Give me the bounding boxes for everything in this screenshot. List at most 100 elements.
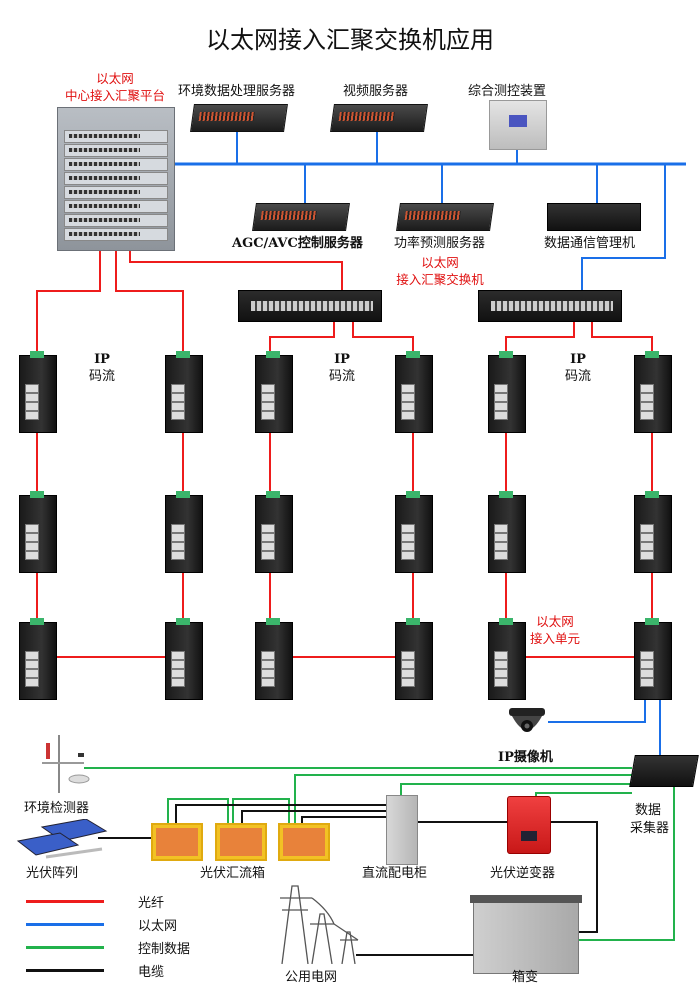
access-switch xyxy=(12,618,64,700)
legend-label-ethernet: 以太网 xyxy=(138,919,178,934)
access-switch xyxy=(627,618,679,700)
box-transformer-label: 箱变 xyxy=(512,970,539,985)
legend-label-fiber: 光纤 xyxy=(138,896,165,911)
fiber-link xyxy=(36,232,101,355)
control-combiner xyxy=(294,774,632,823)
video-server-label: 视频服务器 xyxy=(343,84,409,99)
ethernet-camera xyxy=(548,698,646,723)
access-switch xyxy=(481,351,533,433)
annotation-line: 接入汇聚交换机 xyxy=(396,272,484,287)
ethernet-to-agg-switch-2 xyxy=(581,164,666,290)
access-unit-annotation: 以太网 接入单元 xyxy=(520,613,590,647)
fiber-link xyxy=(591,320,653,355)
ip-camera-label: IP摄像机 xyxy=(498,750,553,765)
access-switch xyxy=(248,491,300,573)
control-cabinet xyxy=(400,783,632,795)
stream-text: 码流 xyxy=(564,369,591,384)
access-switch xyxy=(158,351,210,433)
agg-switch-1 xyxy=(238,290,382,322)
legend-swatch-control xyxy=(26,946,104,949)
legend-swatch-cable xyxy=(26,969,104,972)
ip-text: IP xyxy=(334,352,350,367)
access-switch xyxy=(248,618,300,700)
label-line: 采集器 xyxy=(630,821,670,836)
env-data-server-label: 环境数据处理服务器 xyxy=(178,84,296,99)
cable-combiner xyxy=(301,816,386,823)
ip-text: IP xyxy=(570,352,586,367)
agc-avc-server-label: AGC/AVC控制服务器 xyxy=(232,236,363,251)
annotation-line: 以太网 xyxy=(536,614,574,629)
cable-combiner xyxy=(175,804,386,823)
combiner-box-1 xyxy=(151,823,203,861)
combiner-box-2 xyxy=(215,823,267,861)
pv-inverter-label: 光伏逆变器 xyxy=(490,866,556,881)
fiber-link xyxy=(352,320,414,355)
core-chassis-switch xyxy=(57,107,175,251)
power-forecast-server-label: 功率预测服务器 xyxy=(394,236,486,251)
core-platform-annotation: 以太网 中心接入汇聚平台 xyxy=(40,70,190,104)
comm-manager-label: 数据通信管理机 xyxy=(544,236,636,251)
access-switch xyxy=(158,618,210,700)
legend-swatch-fiber xyxy=(26,900,104,903)
comm-manager xyxy=(547,203,641,231)
env-detector xyxy=(42,735,90,793)
legend-swatch-ethernet xyxy=(26,923,104,926)
access-switch xyxy=(12,351,64,433)
agg-switch-2 xyxy=(478,290,622,322)
access-switch xyxy=(481,491,533,573)
annotation-line: 中心接入汇聚平台 xyxy=(64,88,165,103)
pv-array-label: 光伏阵列 xyxy=(26,866,79,881)
ip-stream-label-2: IP 码流 xyxy=(322,351,362,385)
access-switch xyxy=(388,351,440,433)
power-grid-tower xyxy=(280,885,359,964)
agg-switch-annotation: 以太网 接入汇聚交换机 xyxy=(380,254,500,288)
page-title: 以太网接入汇聚交换机应用 xyxy=(206,26,494,54)
env-data-server xyxy=(190,104,288,132)
video-server xyxy=(330,104,428,132)
power-grid-label: 公用电网 xyxy=(285,970,338,985)
agc-avc-server xyxy=(252,203,350,231)
control-transformer xyxy=(577,785,675,941)
legend-label-control: 控制数据 xyxy=(138,942,191,957)
stream-text: 码流 xyxy=(88,369,115,384)
combiner-box-3 xyxy=(278,823,330,861)
access-switch xyxy=(12,491,64,573)
fiber-link xyxy=(505,320,575,355)
access-switch xyxy=(627,491,679,573)
combiner-box-label: 光伏汇流箱 xyxy=(200,866,266,881)
monitor-device xyxy=(489,100,547,150)
fiber-link xyxy=(269,320,335,355)
annotation-line: 以太网 xyxy=(421,255,459,270)
fiber-link xyxy=(115,232,184,355)
legend: 光纤 以太网 控制数据 电缆 xyxy=(26,890,226,980)
data-collector xyxy=(629,755,699,787)
control-combiner-link xyxy=(167,798,229,823)
access-switch xyxy=(388,491,440,573)
cable-combiner xyxy=(241,810,386,823)
annotation-line: 以太网 xyxy=(96,71,134,86)
annotation-line: 接入单元 xyxy=(529,631,580,646)
stream-text: 码流 xyxy=(328,369,355,384)
data-collector-label: 数据 采集器 xyxy=(630,802,670,838)
control-inverter xyxy=(535,792,632,796)
env-detector-label: 环境检测器 xyxy=(24,801,90,816)
label-line: 数据 xyxy=(634,803,661,818)
pv-array xyxy=(16,819,108,859)
access-switch xyxy=(248,351,300,433)
ip-text: IP xyxy=(94,352,110,367)
box-transformer xyxy=(470,895,582,974)
power-forecast-server xyxy=(396,203,494,231)
access-switch xyxy=(481,618,533,700)
access-switch xyxy=(158,491,210,573)
access-switch xyxy=(388,618,440,700)
access-switch xyxy=(627,351,679,433)
ip-stream-label-1: IP 码流 xyxy=(82,351,122,385)
pv-inverter xyxy=(507,796,551,854)
cable-inverter-transformer xyxy=(549,821,598,933)
ip-stream-label-3: IP 码流 xyxy=(558,351,598,385)
ip-camera xyxy=(509,708,545,732)
dc-cabinet-label: 直流配电柜 xyxy=(362,866,428,881)
legend-label-cable: 电缆 xyxy=(138,965,165,980)
monitor-device-label: 综合测控装置 xyxy=(468,84,547,99)
